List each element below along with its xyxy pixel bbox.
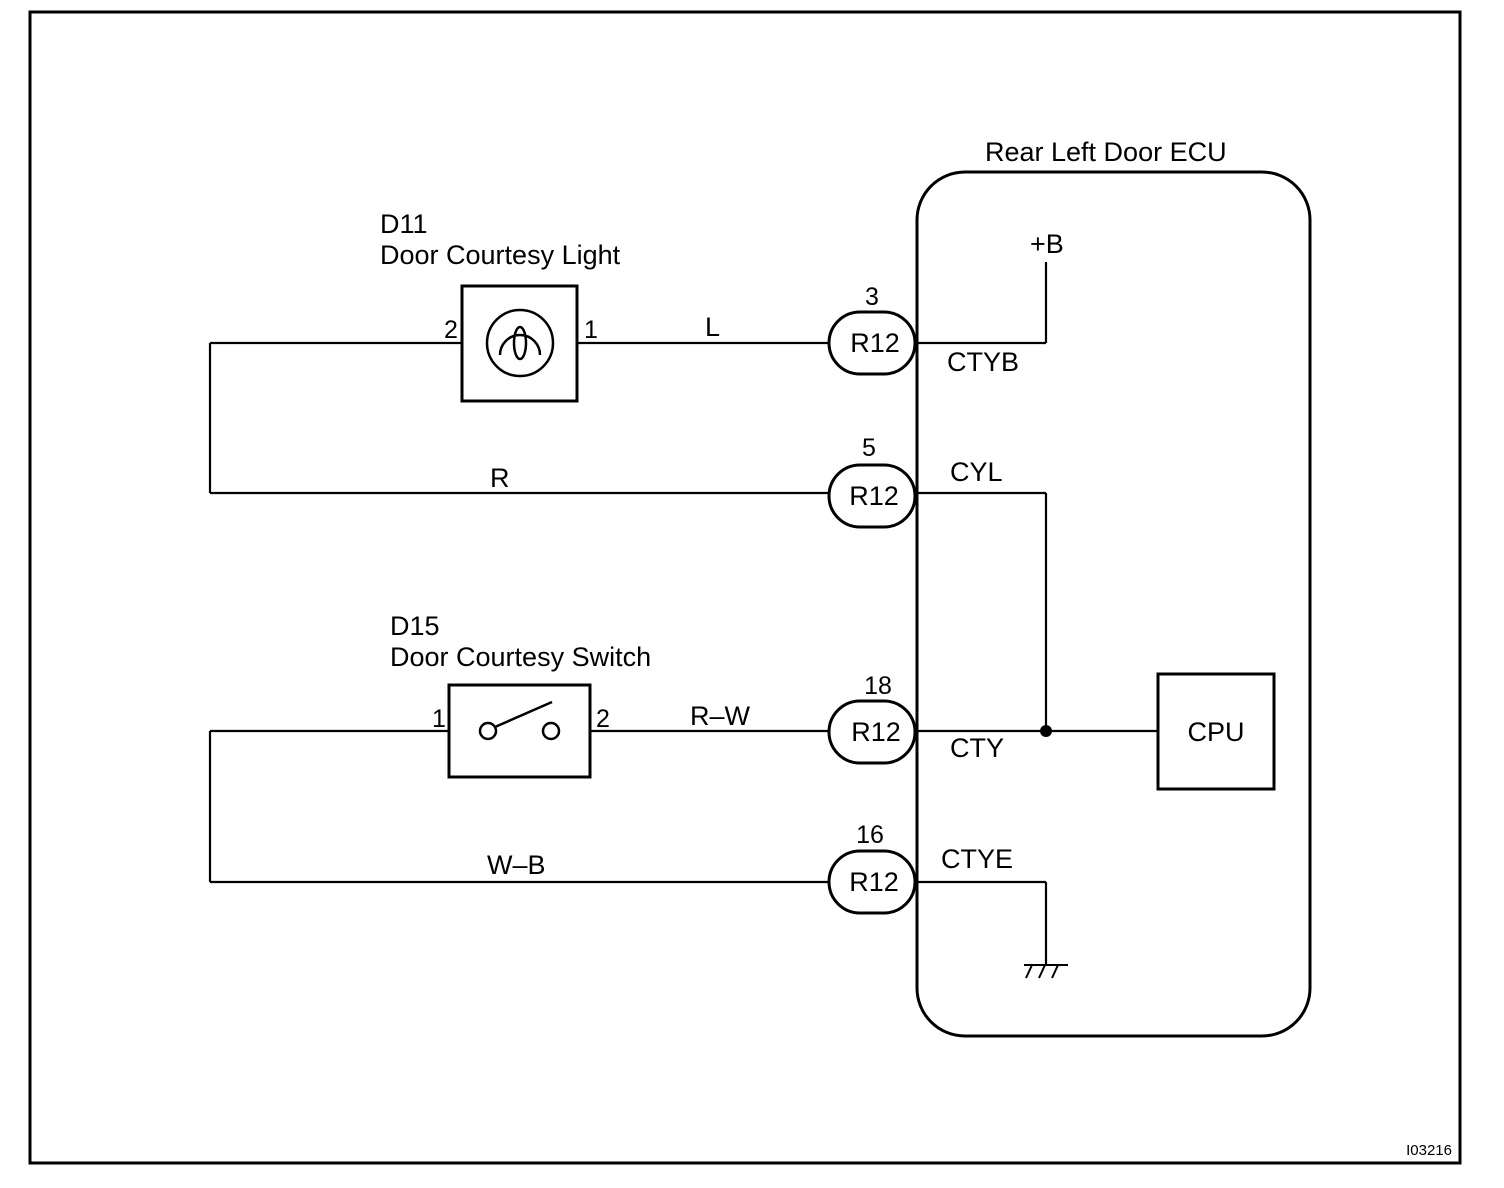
light-pin-right: 1: [584, 316, 598, 344]
connector: R12 18 CTY: [827, 672, 1004, 765]
connector: R12 3 CTYB: [827, 283, 1019, 377]
switch-name: Door Courtesy Switch: [390, 642, 651, 672]
connector-label: R12: [850, 328, 900, 358]
switch-icon: [478, 700, 561, 741]
terminal-label: CTYB: [947, 347, 1019, 377]
switch-box: [447, 683, 592, 779]
ecu-title: Rear Left Door ECU: [985, 137, 1227, 167]
connector-pin: 3: [865, 283, 879, 311]
wire-label: W–B: [487, 850, 546, 880]
terminal-label: CYL: [950, 457, 1003, 487]
light-pin-left: 2: [444, 316, 458, 344]
light-code: D11: [380, 209, 428, 239]
connector-label: R12: [851, 717, 901, 747]
ecu-box: [915, 170, 1312, 1038]
power-label: +B: [1030, 229, 1064, 259]
wire-label: L: [705, 312, 720, 342]
figure-id: I03216: [1406, 1142, 1452, 1159]
connector-label: R12: [849, 867, 899, 897]
wire-label: R: [490, 463, 510, 493]
connector: R12 16 CTYE: [827, 821, 1013, 915]
terminal-label: CTYE: [941, 844, 1013, 874]
wires: [208, 262, 1158, 965]
wire-label: R–W: [690, 701, 751, 731]
switch-pin-left: 1: [432, 705, 446, 733]
connector-pin: 5: [862, 434, 876, 462]
terminal-label: CTY: [950, 733, 1004, 763]
light-box: [460, 284, 579, 403]
bulb-icon: [485, 308, 555, 378]
light-name: Door Courtesy Light: [380, 240, 621, 270]
connector-label: R12: [849, 481, 899, 511]
junction-dot: [1040, 725, 1052, 737]
connector-pin: 16: [856, 821, 884, 849]
cpu-label: CPU: [1187, 717, 1244, 747]
ground-icon: [1024, 964, 1068, 979]
diagram-frame: [28, 10, 1462, 1165]
connector-pin: 18: [864, 672, 892, 700]
connector: R12 5 CYL: [827, 434, 1003, 529]
switch-pin-right: 2: [596, 705, 610, 733]
cpu-box: [1156, 672, 1276, 791]
switch-code: D15: [390, 611, 440, 641]
